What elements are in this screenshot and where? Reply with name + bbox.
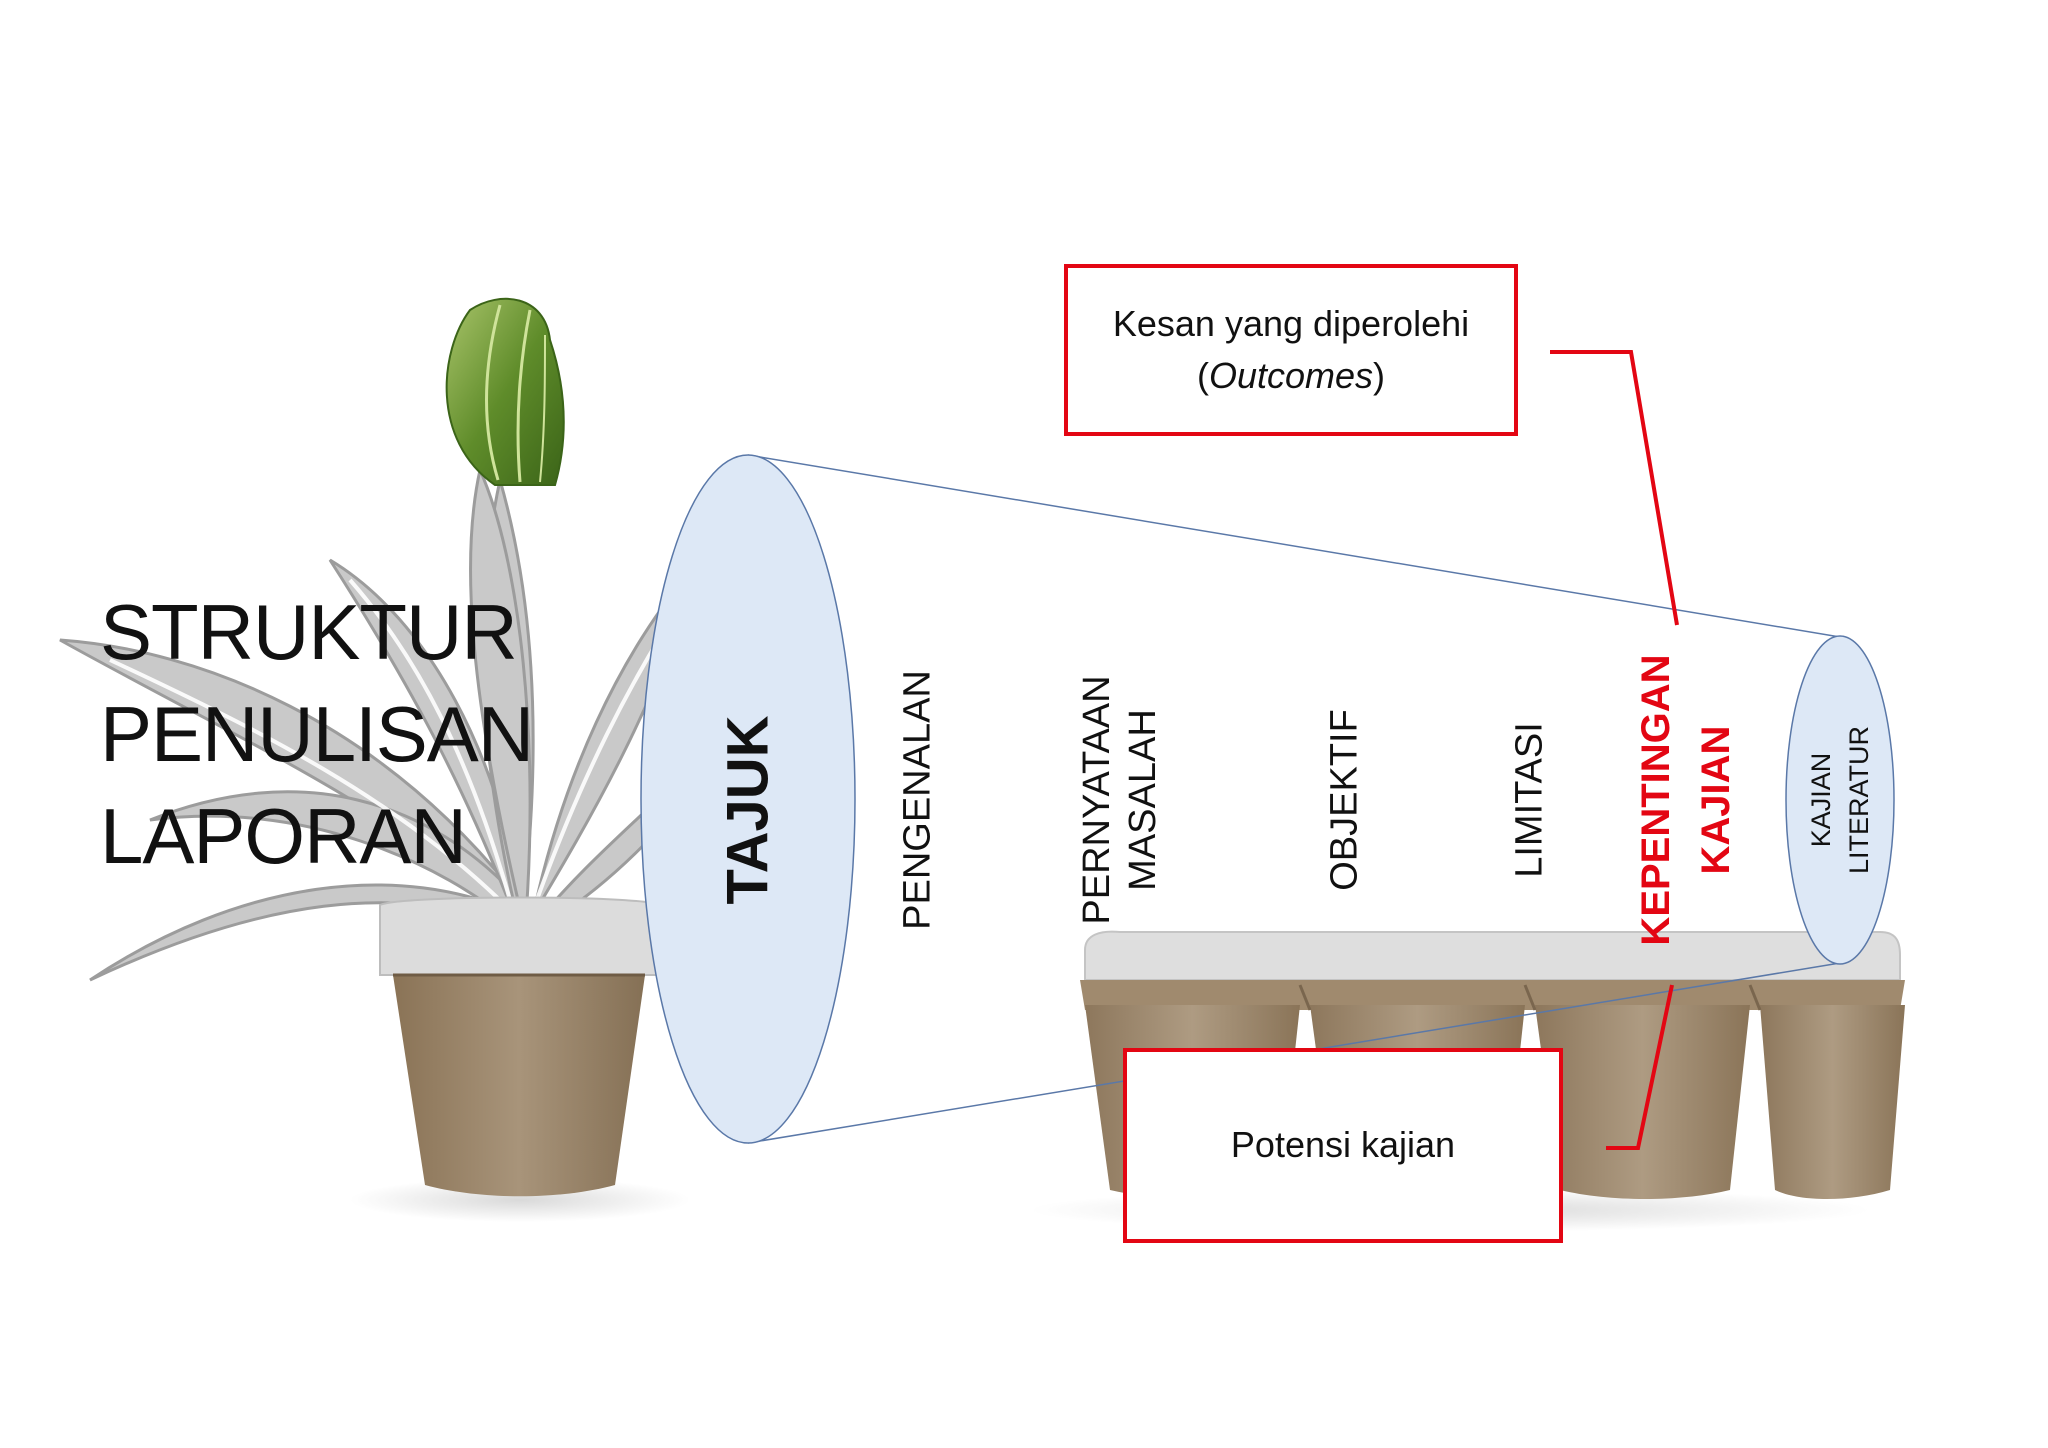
- callout-outcomes-line-1: Kesan yang diperolehi: [1112, 302, 1470, 344]
- paren-close: ): [1373, 355, 1386, 396]
- callout-connectors: [1550, 350, 1679, 1150]
- title-line-3: LAPORAN: [100, 792, 467, 880]
- title-line-1: STRUKTUR: [100, 588, 518, 676]
- section-label-kepentingan-kajian: KEPENTINGAN KAJIAN: [1626, 654, 1746, 945]
- section-2-line-1: PERNYATAAN: [1076, 675, 1118, 925]
- section-label-pengenalan: PENGENALAN: [896, 670, 939, 930]
- cone-end-line-1: KAJIAN: [1806, 752, 1836, 848]
- plant-in-pot-image: [59, 297, 762, 1222]
- callout-potential: Potensi kajian: [1123, 1048, 1563, 1243]
- cone-end-ellipse: [1785, 635, 1895, 965]
- outcomes-italic: Outcomes: [1208, 355, 1374, 396]
- callout-outcomes: Kesan yang diperolehi (Outcomes): [1064, 264, 1518, 436]
- cone-start-ellipse: [640, 454, 856, 1144]
- callout-potential-text: Potensi kajian: [1230, 1124, 1456, 1166]
- section-5-line-2: KAJIAN: [1694, 725, 1738, 875]
- cone-end-line-2: LITERATUR: [1844, 725, 1874, 875]
- cone-end-label: KAJIAN LITERATUR: [1802, 726, 1878, 874]
- callout-outcomes-line-2: (Outcomes): [1113, 350, 1469, 402]
- callout-outcomes-text: Kesan yang diperolehi (Outcomes): [1113, 298, 1469, 402]
- section-label-limitasi: LIMITASI: [1508, 722, 1551, 878]
- section-5-line-1: KEPENTINGAN: [1634, 654, 1678, 946]
- cone-start-label: TAJUK: [715, 715, 781, 905]
- title-line-2: PENULISAN: [100, 690, 534, 778]
- paren-open: (: [1196, 355, 1209, 396]
- section-2-line-2: MASALAH: [1122, 709, 1164, 891]
- section-label-objektif: OBJEKTIF: [1323, 709, 1366, 891]
